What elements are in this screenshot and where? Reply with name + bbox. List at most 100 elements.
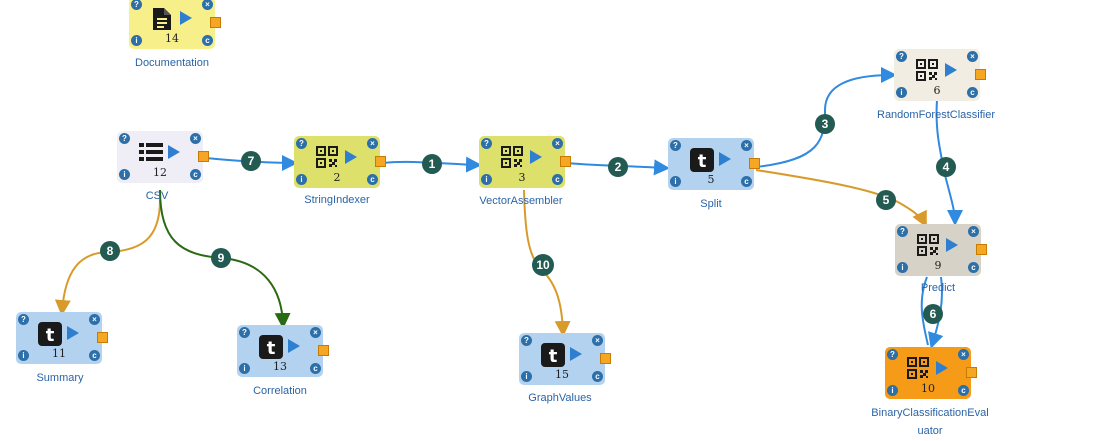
svg-text:5: 5: [883, 193, 890, 207]
info-icon[interactable]: i: [296, 174, 307, 185]
info-icon[interactable]: i: [896, 87, 907, 98]
config-icon[interactable]: c: [89, 350, 100, 361]
play-icon[interactable]: [66, 326, 80, 345]
edge-badge-8[interactable]: 8: [100, 241, 120, 261]
help-icon[interactable]: ?: [670, 140, 681, 151]
edge-badge-2[interactable]: 2: [608, 157, 628, 177]
node-number: 6: [933, 84, 941, 97]
close-icon[interactable]: ×: [592, 335, 603, 346]
info-icon[interactable]: i: [131, 35, 142, 46]
close-icon[interactable]: ×: [967, 51, 978, 62]
node-randomforestclassifier[interactable]: ? × 6 i c: [894, 49, 986, 101]
close-icon[interactable]: ×: [367, 138, 378, 149]
help-icon[interactable]: ?: [119, 133, 130, 144]
play-icon[interactable]: [945, 238, 959, 257]
close-icon[interactable]: ×: [202, 0, 213, 10]
play-icon[interactable]: [935, 361, 949, 380]
edge-badge-10[interactable]: 10: [532, 254, 554, 276]
svg-text:4: 4: [943, 160, 950, 174]
svg-text:7: 7: [248, 154, 255, 168]
edge-badge-4[interactable]: 4: [936, 157, 956, 177]
close-icon[interactable]: ×: [552, 138, 563, 149]
svg-text:10: 10: [536, 258, 550, 272]
play-icon[interactable]: [944, 63, 958, 82]
close-icon[interactable]: ×: [968, 226, 979, 237]
config-icon[interactable]: c: [367, 174, 378, 185]
edge-badge-7[interactable]: 7: [241, 151, 261, 171]
play-icon[interactable]: [718, 152, 732, 171]
edge-badge-3[interactable]: 3: [815, 114, 835, 134]
config-icon[interactable]: c: [552, 174, 563, 185]
info-icon[interactable]: i: [897, 262, 908, 273]
node-documentation[interactable]: ? × 14 i c: [129, 0, 221, 49]
edge-5-path[interactable]: [755, 169, 927, 228]
edge-3-path[interactable]: [755, 67, 897, 168]
output-port[interactable]: [560, 156, 571, 167]
play-icon[interactable]: [179, 11, 193, 30]
help-icon[interactable]: ?: [18, 314, 29, 325]
close-icon[interactable]: ×: [190, 133, 201, 144]
help-icon[interactable]: ?: [896, 51, 907, 62]
info-icon[interactable]: i: [521, 371, 532, 382]
config-icon[interactable]: c: [592, 371, 603, 382]
help-icon[interactable]: ?: [521, 335, 532, 346]
info-icon[interactable]: i: [18, 350, 29, 361]
config-icon[interactable]: c: [310, 363, 321, 374]
help-icon[interactable]: ?: [887, 349, 898, 360]
node-number: 14: [165, 32, 179, 45]
play-icon[interactable]: [287, 339, 301, 358]
config-icon[interactable]: c: [202, 35, 213, 46]
config-icon[interactable]: c: [741, 176, 752, 187]
svg-text:1: 1: [429, 157, 436, 171]
node-label-documentation: Documentation: [135, 57, 209, 69]
help-icon[interactable]: ?: [897, 226, 908, 237]
play-icon[interactable]: [167, 145, 181, 164]
edge-badge-1[interactable]: 1: [422, 154, 442, 174]
close-icon[interactable]: ×: [958, 349, 969, 360]
output-port[interactable]: [966, 367, 977, 378]
close-icon[interactable]: ×: [310, 327, 321, 338]
edge-badge-6[interactable]: 6: [923, 304, 943, 324]
help-icon[interactable]: ?: [239, 327, 250, 338]
info-icon[interactable]: i: [887, 385, 898, 396]
output-port[interactable]: [318, 345, 329, 356]
config-icon[interactable]: c: [967, 87, 978, 98]
config-icon[interactable]: c: [190, 169, 201, 180]
output-port[interactable]: [375, 156, 386, 167]
close-icon[interactable]: ×: [741, 140, 752, 151]
info-icon[interactable]: i: [670, 176, 681, 187]
play-icon[interactable]: [344, 150, 358, 169]
output-port[interactable]: [749, 158, 760, 169]
close-icon[interactable]: ×: [89, 314, 100, 325]
qr-code-icon: [316, 146, 338, 173]
node-number: 5: [707, 173, 715, 186]
config-icon[interactable]: c: [958, 385, 969, 396]
output-port[interactable]: [198, 151, 209, 162]
edge-badge-5[interactable]: 5: [876, 190, 896, 210]
play-icon[interactable]: [529, 150, 543, 169]
help-icon[interactable]: ?: [296, 138, 307, 149]
help-icon[interactable]: ?: [131, 0, 142, 10]
play-icon[interactable]: [569, 347, 583, 366]
tumblr-icon: t: [259, 335, 283, 364]
output-port[interactable]: [600, 353, 611, 364]
info-icon[interactable]: i: [481, 174, 492, 185]
output-port[interactable]: [210, 17, 221, 28]
edge-badge-9[interactable]: 9: [211, 248, 231, 268]
output-port[interactable]: [97, 332, 108, 343]
output-port[interactable]: [976, 244, 987, 255]
info-icon[interactable]: i: [239, 363, 250, 374]
help-icon[interactable]: ?: [481, 138, 492, 149]
output-port[interactable]: [975, 69, 986, 80]
config-icon[interactable]: c: [968, 262, 979, 273]
info-icon[interactable]: i: [119, 169, 130, 180]
